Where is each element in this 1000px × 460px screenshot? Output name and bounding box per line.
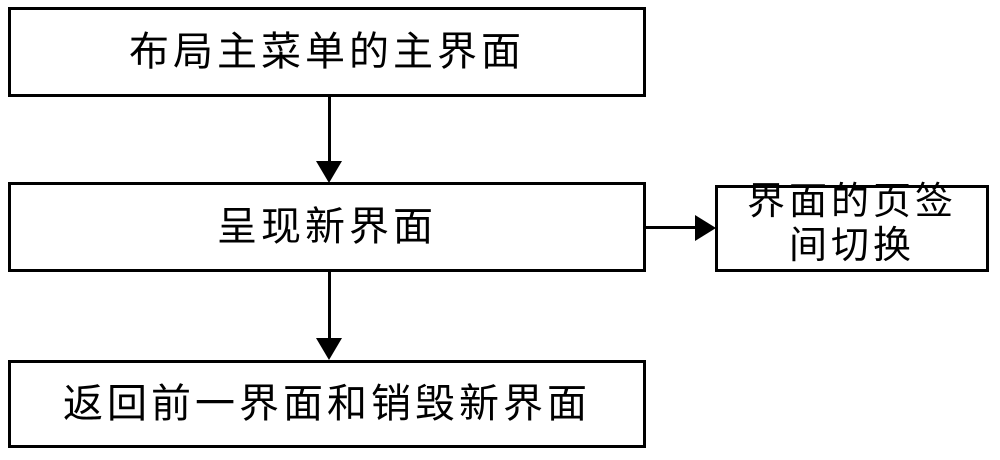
arrow-new-to-tab-stem — [646, 226, 696, 229]
box-main-interface-label: 布局主菜单的主界面 — [129, 29, 525, 74]
arrow-main-to-new-stem — [328, 97, 331, 161]
arrow-new-to-return-stem — [328, 272, 331, 338]
flowchart-box-main-interface: 布局主菜单的主界面 — [8, 7, 646, 97]
arrow-right-icon — [695, 215, 716, 241]
arrow-down-icon — [316, 161, 342, 183]
arrow-down-icon — [316, 338, 342, 360]
tab-switch-label-line1: 界面的页签 — [746, 181, 957, 223]
tab-switch-label-line2: 间切换 — [788, 225, 915, 267]
flowchart-box-new-interface: 呈现新界面 — [8, 182, 646, 272]
flowchart-box-return-destroy: 返回前一界面和销毁新界面 — [8, 360, 646, 448]
box-tab-switch-label: 界面的页签 间切换 — [718, 180, 986, 268]
box-return-destroy-label: 返回前一界面和销毁新界面 — [63, 381, 591, 426]
box-new-interface-label: 呈现新界面 — [217, 204, 437, 249]
flowchart-box-tab-switch: 界面的页签 间切换 — [715, 181, 989, 272]
